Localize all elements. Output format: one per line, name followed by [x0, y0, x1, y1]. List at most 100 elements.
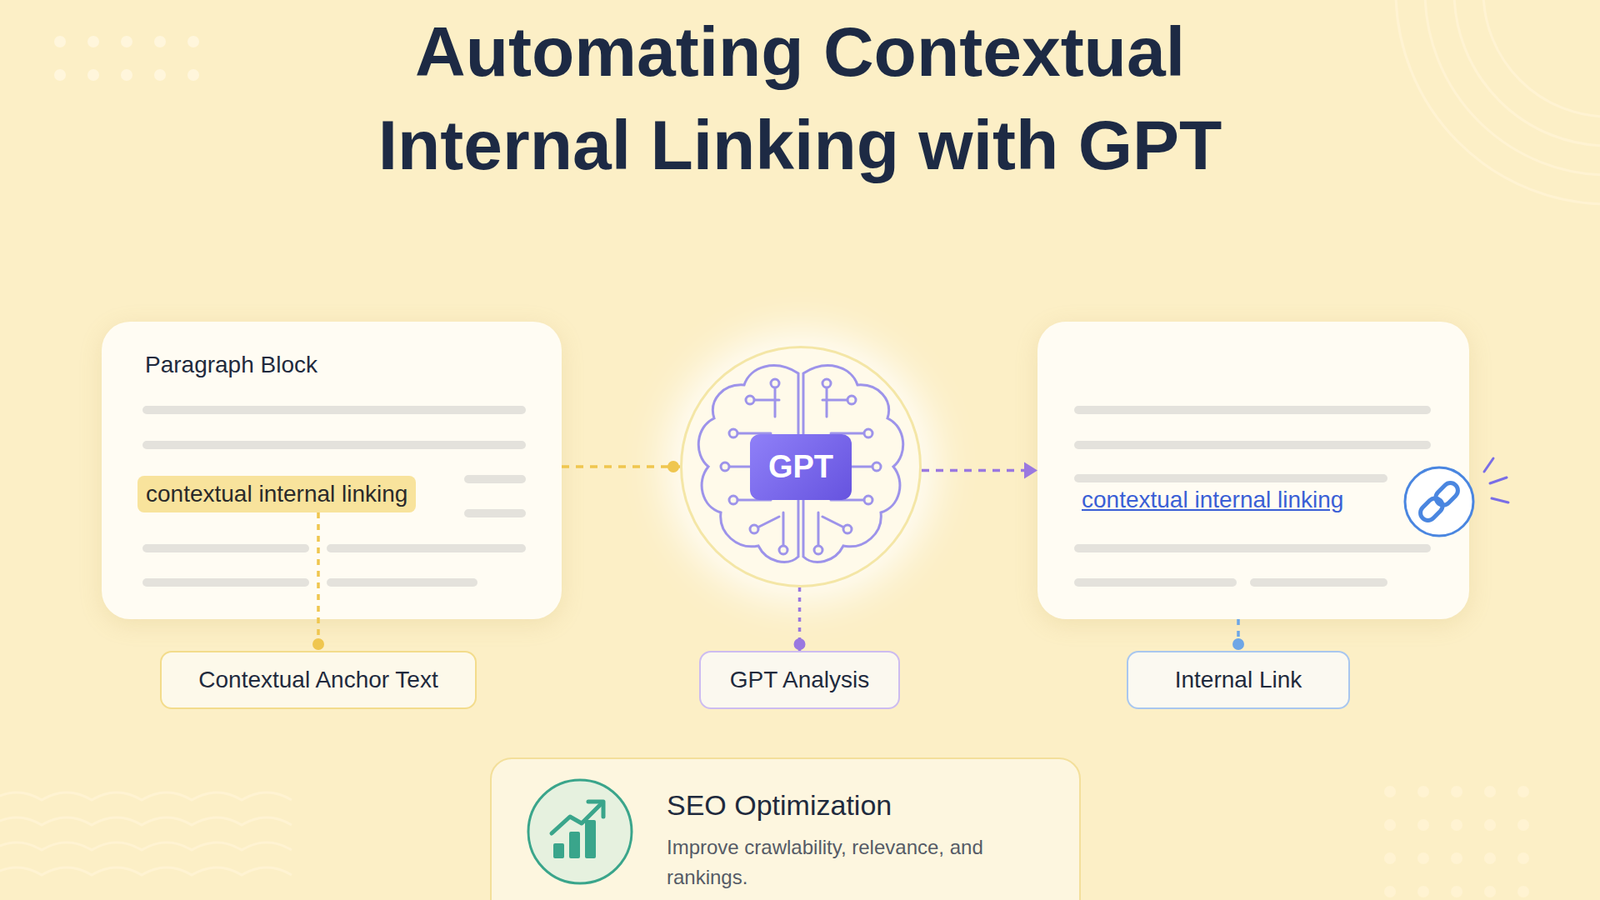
- circuit-trace: [733, 432, 771, 435]
- node-label: contextual internal linking: [145, 480, 408, 508]
- circuit-node: [729, 429, 738, 438]
- decor-dot: [1484, 819, 1496, 831]
- circuit-trace: [826, 465, 877, 469]
- circuit-node: [872, 462, 881, 471]
- decor-dot: [120, 35, 133, 48]
- connector-dot: [1232, 638, 1245, 650]
- text-line-bar: [326, 544, 526, 553]
- connector-dot: [312, 638, 325, 650]
- decor-wave: [0, 842, 292, 850]
- circuit-node: [864, 429, 873, 438]
- decor-dot: [1384, 852, 1396, 865]
- connector: [561, 460, 680, 473]
- text-line-bar: [1074, 405, 1431, 415]
- circuit-node: [779, 545, 788, 555]
- node-label: GPT: [750, 434, 852, 500]
- circuit-trace: [733, 499, 771, 502]
- text-line-bar: [1074, 440, 1431, 450]
- node-body: Improve crawlability, relevance, and ran…: [666, 832, 1000, 893]
- decor-dot: [154, 69, 166, 81]
- anchor-highlight: contextual internal linking: [137, 475, 416, 513]
- node-label: GPT Analysis: [730, 666, 870, 694]
- arrowhead: [1024, 462, 1038, 480]
- decor-dot: [1517, 785, 1530, 798]
- text-line-bar: [142, 578, 310, 587]
- text-line-bar: [326, 578, 478, 587]
- circuit-node: [750, 525, 759, 534]
- connector-line: [316, 512, 320, 651]
- decor-dot: [1484, 785, 1496, 798]
- circuit-trace: [782, 512, 785, 550]
- connector: [921, 462, 1038, 480]
- text-line-bar: [464, 509, 526, 518]
- decor-dot: [1517, 852, 1530, 865]
- circuit-node: [847, 395, 856, 405]
- decor-dot: [1484, 852, 1496, 865]
- circuit-trace: [830, 499, 869, 502]
- connector-line: [561, 465, 680, 469]
- circuit-node: [745, 395, 755, 405]
- circuit-node: [770, 379, 780, 388]
- circuit-trace: [817, 512, 820, 550]
- decor-dot: [1417, 852, 1430, 865]
- text-line-bar: [1074, 544, 1431, 553]
- label-box: GPT Analysis: [699, 650, 900, 710]
- circuit-node: [864, 495, 873, 505]
- decor-dot: [1517, 819, 1530, 831]
- circuit-trace: [725, 465, 775, 469]
- node-label: Paragraph Block: [145, 351, 318, 379]
- text-line-bar: [142, 405, 526, 415]
- decor-dot: [1450, 852, 1463, 865]
- decor-dot: [54, 69, 66, 81]
- node-label: Contextual Anchor Text: [198, 666, 438, 694]
- decor-dot: [187, 69, 200, 81]
- title: Automating Contextual Internal Linking w…: [216, 5, 1384, 192]
- linked-card: contextual internal linking: [1037, 321, 1470, 620]
- text-line-bar: [1250, 578, 1388, 587]
- circuit-node: [814, 545, 823, 555]
- decor-dot: [1450, 885, 1463, 898]
- circuit-node: [843, 525, 852, 534]
- decor-dot: [1417, 785, 1430, 798]
- circuit-node: [720, 462, 730, 471]
- decor-wave: [0, 817, 292, 825]
- text-line-bar: [1074, 578, 1237, 587]
- paragraph-card: Paragraph Block contextual internal linki…: [101, 321, 562, 620]
- decor-dot: [1484, 885, 1496, 898]
- text-line-bar: [464, 475, 526, 484]
- connector-line: [921, 469, 1025, 473]
- circuit-node: [729, 495, 738, 505]
- connector: [312, 512, 325, 651]
- node-label: Internal Link: [1175, 666, 1303, 694]
- text-line-bar: [142, 544, 310, 553]
- connector-dot: [794, 638, 806, 650]
- circuit-node: [822, 379, 831, 388]
- decor-dot: [1517, 885, 1530, 898]
- decor-dot: [87, 35, 100, 48]
- decor-dot: [120, 69, 133, 81]
- decor-dot: [154, 35, 166, 48]
- node-label: contextual internal linking: [1081, 486, 1344, 514]
- node-label: SEO Optimization: [666, 789, 892, 822]
- decor-dot: [1384, 885, 1396, 898]
- decor-dot: [187, 35, 200, 48]
- connector: [794, 587, 806, 651]
- gpt-circle: GPT: [680, 345, 922, 588]
- decor-dot: [1417, 819, 1430, 831]
- decor-wave: [0, 867, 292, 875]
- decor-dot: [1450, 819, 1463, 831]
- text-line-bar: [1074, 474, 1388, 483]
- decor-dot: [1384, 819, 1396, 831]
- decor-dot: [1417, 885, 1430, 898]
- decor-dot: [1450, 785, 1463, 798]
- label-box: Internal Link: [1126, 650, 1350, 710]
- connector: [1232, 619, 1245, 651]
- decor-wave: [0, 792, 292, 800]
- circuit-trace: [830, 432, 869, 435]
- decor-dot: [87, 69, 100, 81]
- text-line-bar: [142, 440, 526, 450]
- decor-dot: [1384, 785, 1396, 798]
- decor-dot: [54, 35, 66, 48]
- connector-dot: [667, 460, 680, 473]
- label-box: Contextual Anchor Text: [160, 650, 477, 710]
